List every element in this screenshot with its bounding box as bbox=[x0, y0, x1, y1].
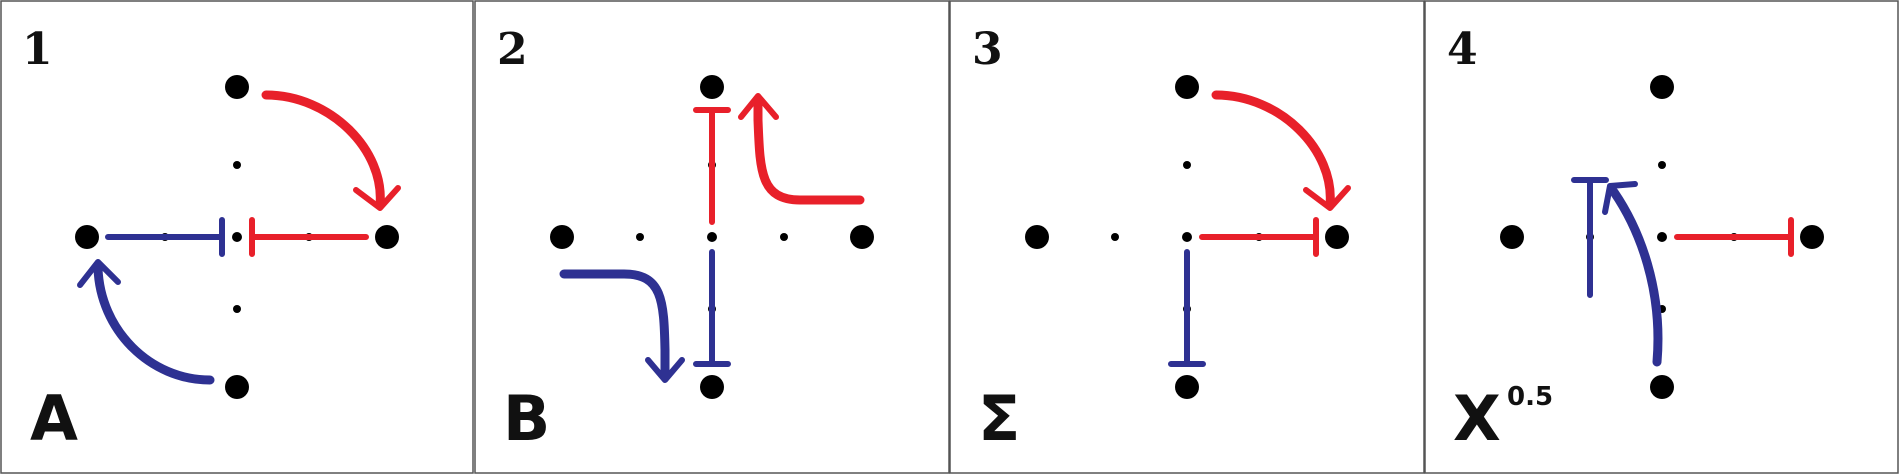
panel-1: 1 A bbox=[0, 0, 474, 474]
center-dot bbox=[1182, 232, 1192, 242]
panel-number: 4 bbox=[1447, 24, 1478, 75]
panel-label: X bbox=[1453, 382, 1501, 455]
node-left bbox=[1025, 225, 1049, 249]
node-right bbox=[1325, 225, 1349, 249]
blue-inhibition-bar bbox=[105, 217, 225, 257]
node-left bbox=[1500, 225, 1524, 249]
midpoint-dot bbox=[1183, 161, 1191, 169]
panel-2: 2 B bbox=[474, 0, 950, 474]
node-right bbox=[850, 225, 874, 249]
panel-label: Σ bbox=[978, 382, 1020, 455]
node-left bbox=[550, 225, 574, 249]
panel-label-superscript: 0.5 bbox=[1507, 382, 1553, 412]
panel-4: 4 X 0.5 bbox=[1424, 0, 1899, 474]
blue-inhibition-bar bbox=[693, 249, 731, 367]
node-bottom bbox=[225, 375, 249, 399]
blue-inhibition-bar bbox=[1571, 177, 1609, 298]
node-top bbox=[700, 75, 724, 99]
red-inhibition-bar bbox=[249, 217, 369, 257]
midpoint-dot bbox=[636, 233, 644, 241]
red-curved-arrow bbox=[738, 93, 865, 205]
node-bottom bbox=[1650, 375, 1674, 399]
panel-number: 1 bbox=[22, 24, 53, 75]
red-curved-arrow bbox=[1211, 90, 1351, 211]
panel-number: 2 bbox=[497, 24, 528, 75]
red-inhibition-bar bbox=[1199, 217, 1319, 257]
node-top bbox=[1175, 75, 1199, 99]
center-dot bbox=[1657, 232, 1667, 242]
node-right bbox=[375, 225, 399, 249]
red-inhibition-bar bbox=[693, 107, 731, 225]
panel-label: A bbox=[30, 382, 78, 455]
panel-3: 3 Σ bbox=[949, 0, 1425, 474]
panel-number: 3 bbox=[972, 24, 1003, 75]
node-left bbox=[75, 225, 99, 249]
node-right bbox=[1800, 225, 1824, 249]
red-inhibition-bar bbox=[1674, 217, 1794, 257]
midpoint-dot bbox=[233, 305, 241, 313]
blue-curved-arrow bbox=[1602, 181, 1663, 367]
midpoint-dot bbox=[233, 161, 241, 169]
red-curved-arrow bbox=[261, 90, 401, 211]
midpoint-dot bbox=[1111, 233, 1119, 241]
node-top bbox=[1650, 75, 1674, 99]
center-dot bbox=[707, 232, 717, 242]
blue-curved-arrow bbox=[559, 269, 685, 383]
node-bottom bbox=[700, 375, 724, 399]
midpoint-dot bbox=[1658, 161, 1666, 169]
blue-curved-arrow bbox=[77, 259, 215, 385]
panel-label: B bbox=[503, 382, 550, 455]
node-top bbox=[225, 75, 249, 99]
blue-inhibition-bar bbox=[1168, 249, 1206, 367]
node-bottom bbox=[1175, 375, 1199, 399]
center-dot bbox=[232, 232, 242, 242]
midpoint-dot bbox=[780, 233, 788, 241]
